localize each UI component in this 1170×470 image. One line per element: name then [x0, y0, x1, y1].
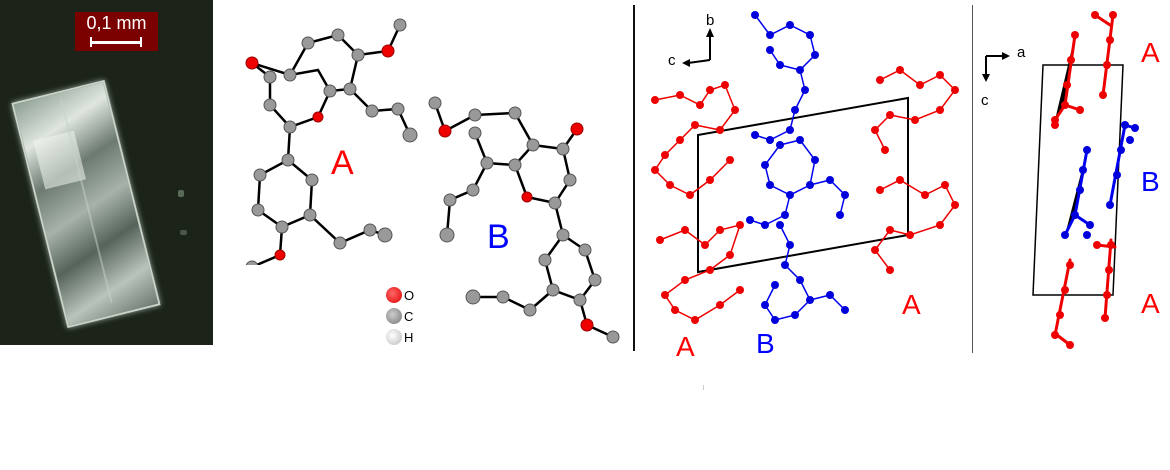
- legend-label-hydrogen: H: [404, 329, 414, 345]
- stray-tick-mark: [703, 385, 704, 390]
- molecule-b-structure: [428, 96, 620, 344]
- axis-arrows-ac: [982, 52, 1010, 82]
- crystal-photograph: 0,1 mm: [0, 0, 213, 345]
- dust-speck: [178, 190, 184, 197]
- axis-label-c: c: [668, 52, 676, 69]
- panel-divider: [633, 5, 635, 351]
- packing-ac-label-b-middle: B: [1141, 166, 1160, 197]
- legend-oxygen: O: [386, 287, 414, 303]
- hydrogen-atom-icon: [386, 329, 402, 345]
- molecule-label-a: A: [331, 144, 354, 182]
- oxygen-atom-icon: [386, 287, 402, 303]
- legend-hydrogen: H: [386, 329, 413, 345]
- packing-diagram-ac: [1032, 11, 1139, 349]
- crystal-facet: [33, 130, 87, 190]
- axis-arrows-bc: [682, 28, 714, 67]
- axis-label-b: b: [706, 12, 715, 29]
- packing-label-a-right: A: [902, 289, 921, 320]
- molecule-label-b: B: [487, 218, 510, 256]
- crystal-edge: [59, 98, 113, 303]
- axis-label-c-vertical: c: [981, 92, 989, 109]
- packing-label-b-center: B: [756, 328, 775, 359]
- packing-diagram-bc: [651, 11, 959, 324]
- packing-label-a-left: A: [676, 331, 695, 362]
- legend-label-carbon: C: [404, 308, 414, 324]
- scale-bar-line: [90, 37, 142, 47]
- panel-divider: [972, 5, 973, 353]
- legend-carbon: C: [386, 308, 413, 324]
- molecule-a-structure: [245, 18, 418, 265]
- packing-ac-label-a-top: A: [1141, 37, 1160, 68]
- packing-ac-label-a-bottom: A: [1141, 288, 1160, 319]
- legend-label-oxygen: O: [404, 287, 415, 303]
- scale-bar-label: 0,1 mm: [86, 13, 147, 33]
- scale-bar: 0,1 mm: [75, 12, 158, 51]
- carbon-atom-icon: [386, 308, 402, 324]
- crystal-image: [11, 79, 161, 329]
- axis-label-a: a: [1017, 44, 1026, 61]
- dust-speck: [180, 230, 187, 235]
